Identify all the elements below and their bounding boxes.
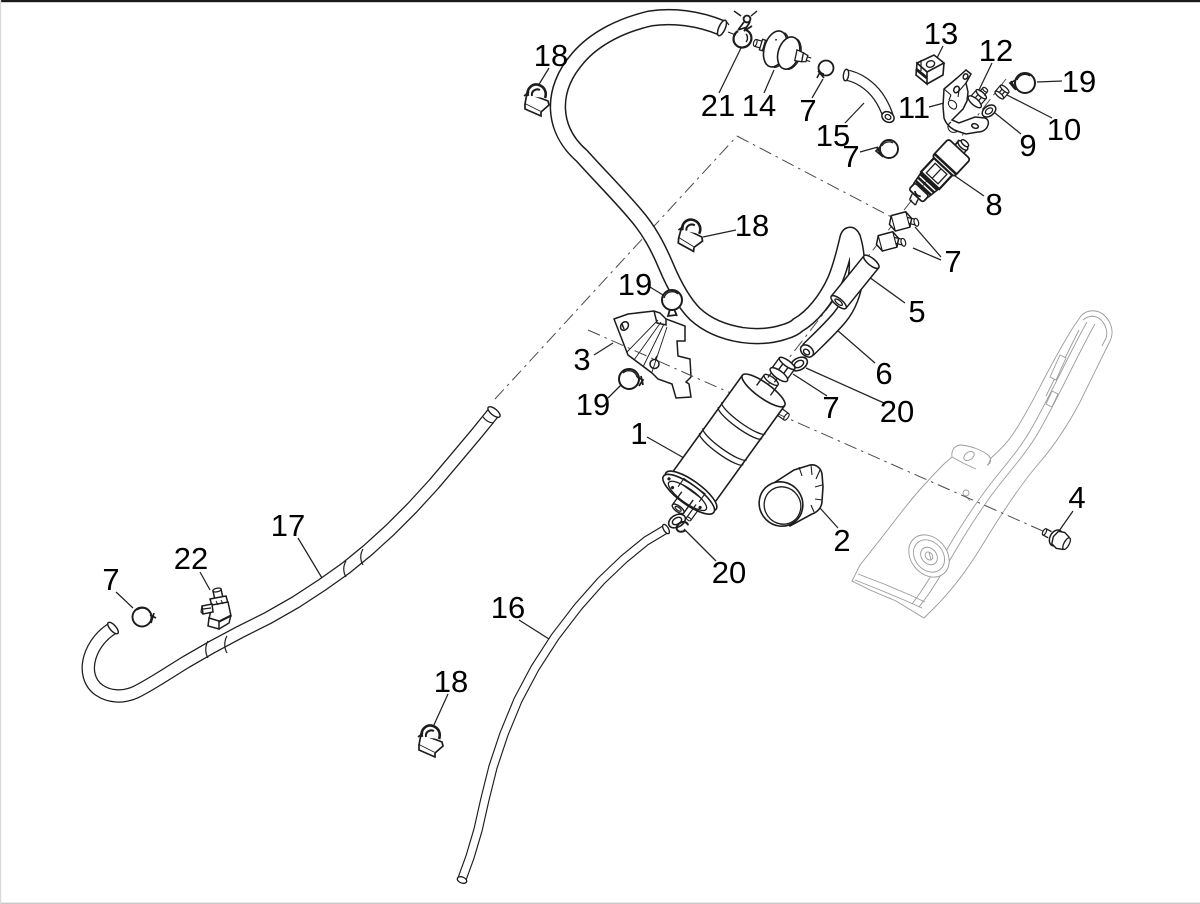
svg-text:4: 4 (1068, 480, 1085, 515)
svg-text:18: 18 (534, 38, 568, 73)
svg-text:14: 14 (742, 88, 776, 123)
svg-text:21: 21 (701, 88, 735, 123)
svg-text:22: 22 (174, 541, 208, 576)
svg-text:5: 5 (908, 294, 925, 329)
svg-text:19: 19 (618, 267, 652, 302)
svg-text:13: 13 (924, 16, 958, 51)
svg-text:18: 18 (735, 208, 769, 243)
svg-text:17: 17 (271, 508, 305, 543)
svg-text:6: 6 (875, 356, 892, 391)
svg-text:1: 1 (630, 416, 647, 451)
svg-text:12: 12 (979, 33, 1013, 68)
svg-text:3: 3 (573, 342, 590, 377)
svg-text:9: 9 (1019, 128, 1036, 163)
svg-text:7: 7 (102, 562, 119, 597)
svg-text:15: 15 (816, 118, 850, 153)
svg-text:18: 18 (434, 664, 468, 699)
svg-text:7: 7 (842, 139, 859, 174)
svg-text:2: 2 (833, 523, 850, 558)
svg-text:11: 11 (898, 90, 930, 125)
svg-text:19: 19 (1062, 64, 1096, 99)
svg-text:7: 7 (944, 244, 961, 279)
svg-text:10: 10 (1047, 112, 1081, 147)
svg-text:20: 20 (880, 394, 914, 429)
svg-text:8: 8 (985, 187, 1002, 222)
svg-text:20: 20 (712, 555, 746, 590)
svg-text:16: 16 (491, 590, 525, 625)
svg-text:19: 19 (576, 387, 610, 422)
svg-text:7: 7 (822, 390, 839, 425)
svg-text:7: 7 (799, 93, 816, 128)
